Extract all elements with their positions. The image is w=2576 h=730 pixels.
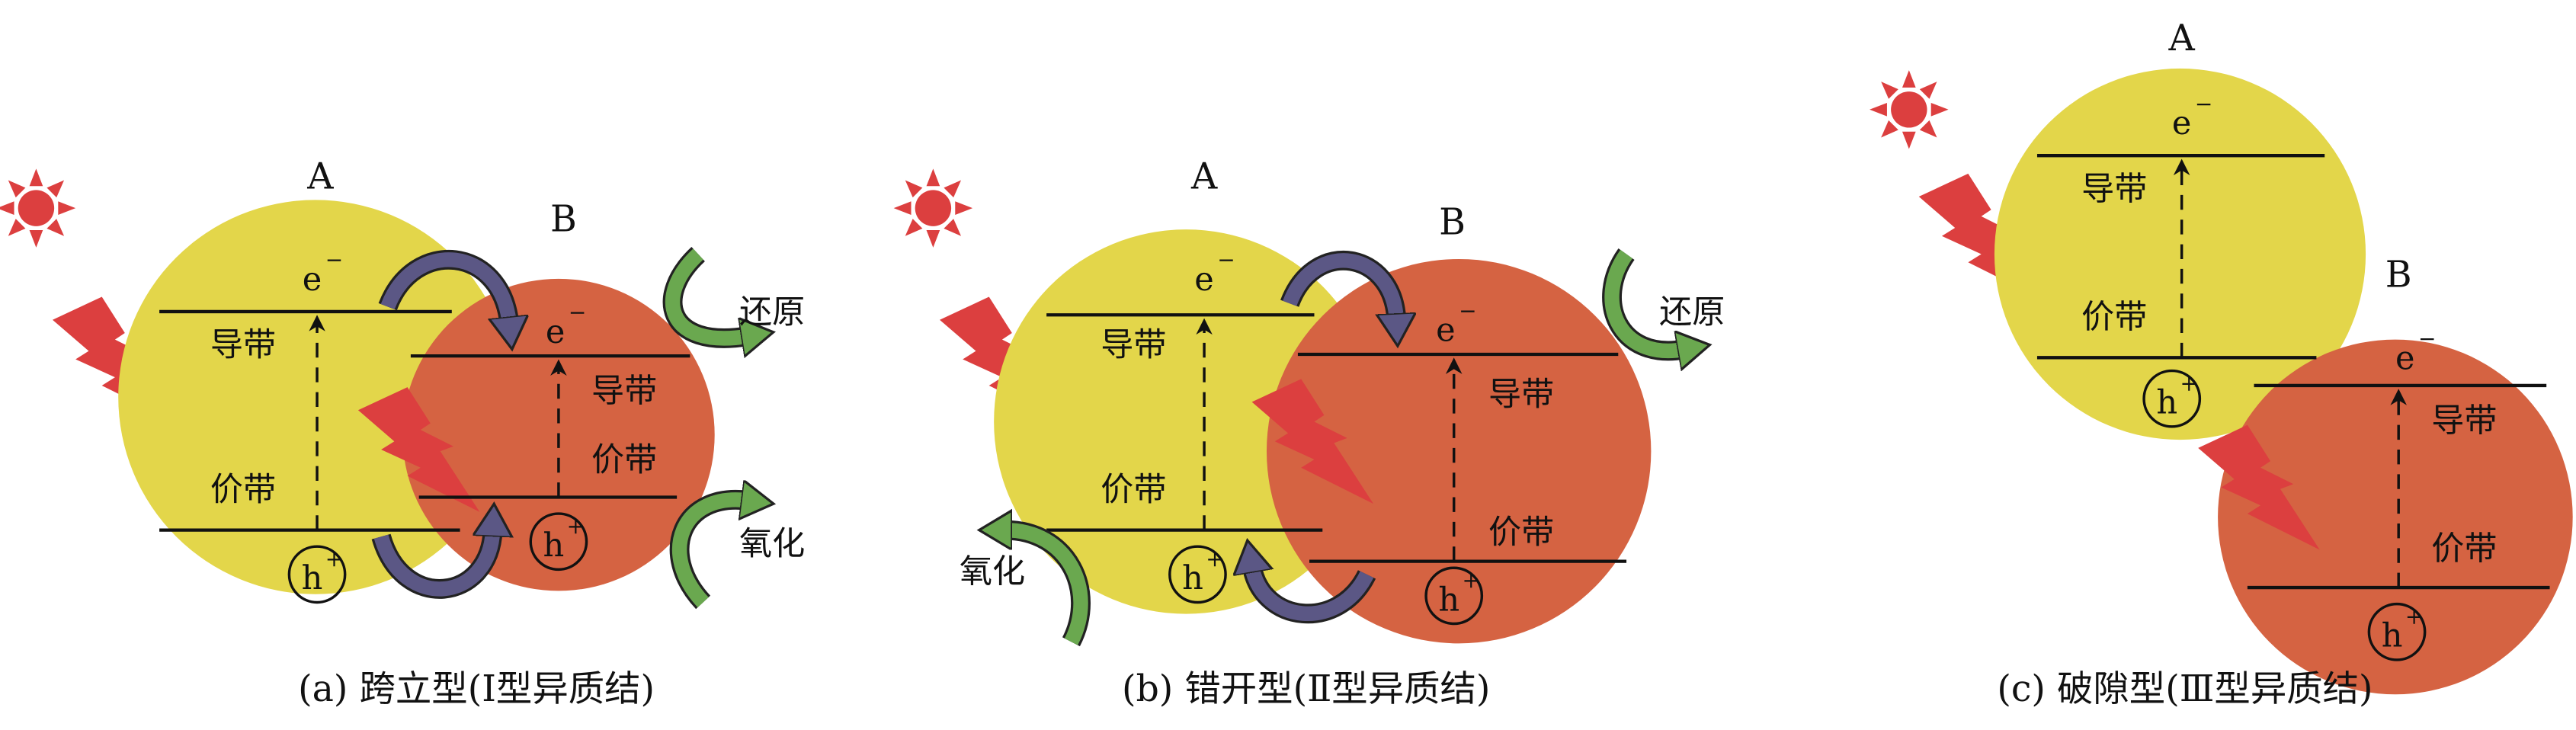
hole-charge: + — [325, 546, 343, 572]
oxidation-label: 氧化 — [739, 525, 805, 563]
sun-ray — [8, 219, 26, 236]
reduction-label: 还原 — [1659, 293, 1725, 331]
sun-ray — [926, 230, 940, 248]
hole-circle — [1424, 566, 1484, 626]
hole-charge: + — [567, 514, 585, 539]
electron-charge: − — [1459, 299, 1476, 324]
valence-band-label: 价带 — [1101, 471, 1166, 509]
reduction-arrow — [1604, 249, 1684, 351]
sun-ray — [905, 180, 923, 198]
hole-circle — [529, 512, 588, 572]
sun-ray — [1930, 102, 1949, 117]
hole-circle — [287, 545, 347, 604]
valence-band-label: 价带 — [2081, 298, 2147, 336]
hole-charge: + — [2180, 370, 2197, 395]
sun-ray — [1919, 120, 1937, 138]
sun-ray — [893, 201, 912, 215]
caption: (c) 破隙型(Ⅲ型异质结) — [1997, 668, 2373, 710]
hole-transfer-arrow — [373, 530, 493, 597]
material-a-particle — [1994, 68, 2366, 440]
sun-ray — [905, 219, 923, 236]
oxidation-label: 氧化 — [960, 553, 1025, 591]
hole-label: h — [1182, 559, 1203, 597]
conduction-band-label: 导带 — [1488, 376, 1554, 414]
hole-circle — [2142, 369, 2202, 428]
hole-charge: + — [2405, 604, 2423, 629]
sun-ray — [1919, 82, 1937, 99]
sun-ray — [1902, 131, 1916, 149]
electron-transfer-arrow — [380, 252, 510, 323]
sun-disc — [915, 190, 952, 226]
panel-c-broken-gap: A B 导带 价带 导带 价带 e − e − h + h + (c) 破隙型(… — [1870, 18, 2573, 710]
sun-icon — [0, 168, 76, 248]
reduction-arrow — [665, 248, 748, 338]
hole-charge: + — [1462, 568, 1479, 593]
hole-label: h — [1438, 581, 1459, 619]
valence-band-label: 价带 — [2431, 530, 2497, 568]
sun-ray — [0, 201, 14, 215]
conduction-band-label: 导带 — [1101, 326, 1166, 364]
hole-label: h — [302, 559, 323, 597]
electron-label: e — [2395, 339, 2415, 377]
sun-ray — [46, 219, 65, 236]
hole-charge: + — [1206, 546, 1223, 572]
electron-charge: − — [1217, 248, 1235, 273]
sun-icon — [1870, 70, 1949, 149]
material-a-label: A — [306, 155, 334, 197]
sun-ray — [29, 230, 43, 248]
electron-label: e — [2172, 104, 2192, 142]
panel-a-straddling: A B 导带 价带 导带 价带 e − e − h + h + 还原 氧化 (a… — [0, 155, 805, 710]
conduction-band-label: 导带 — [2431, 402, 2497, 440]
hole-transfer-arrow — [1252, 566, 1374, 622]
hole-label: h — [2156, 384, 2177, 422]
electron-charge: − — [2418, 326, 2436, 351]
sun-ray — [944, 219, 962, 236]
material-b-label: B — [550, 198, 577, 240]
hole-circle — [1168, 545, 1227, 604]
sun-ray — [944, 180, 962, 198]
sun-ray — [1881, 120, 1898, 138]
valence-band-label: 价带 — [210, 471, 276, 509]
oxidation-arrow — [1005, 530, 1088, 645]
panel-b-staggered: A B 导带 价带 导带 价带 e − e − h + h + 还原 氧化 (b… — [893, 155, 1725, 710]
electron-label: e — [1436, 312, 1456, 350]
conduction-band-label: 导带 — [591, 373, 657, 411]
sun-disc — [18, 190, 55, 226]
material-b-label: B — [1439, 202, 1466, 244]
sun-ray — [46, 180, 65, 198]
sun-ray — [1870, 102, 1887, 117]
hole-circle — [2367, 602, 2427, 661]
oxidation-arrow — [671, 500, 748, 608]
caption: (b) 错开型(Ⅱ型异质结) — [1122, 668, 1490, 710]
electron-label: e — [303, 261, 322, 299]
material-a-label: A — [1190, 155, 1218, 197]
material-a-label: A — [2168, 18, 2196, 59]
material-b-label: B — [2385, 255, 2412, 296]
caption: (a) 跨立型(Ⅰ型异质结) — [298, 668, 655, 710]
material-b-particle — [2218, 339, 2573, 695]
conduction-band-label: 导带 — [2081, 170, 2147, 208]
hole-label: h — [2382, 617, 2403, 655]
electron-label: e — [546, 313, 566, 351]
valence-band-label: 价带 — [591, 441, 657, 479]
sun-ray — [29, 168, 43, 187]
electron-charge: − — [569, 300, 586, 325]
material-a-particle — [118, 200, 513, 594]
sun-ray — [1902, 70, 1916, 88]
electron-transfer-arrow — [1283, 253, 1396, 320]
reduction-label: 还原 — [739, 293, 805, 331]
hole-label: h — [543, 527, 565, 565]
electron-charge: − — [325, 248, 343, 273]
sun-disc — [1891, 91, 1927, 128]
sun-ray — [58, 201, 76, 215]
sun-ray — [8, 180, 26, 198]
valence-band-label: 价带 — [1488, 514, 1554, 552]
electron-label: e — [1194, 261, 1214, 299]
sun-icon — [893, 168, 973, 248]
electron-charge: − — [2195, 91, 2212, 117]
sun-ray — [1881, 82, 1898, 99]
sun-ray — [926, 168, 940, 187]
sun-ray — [955, 201, 973, 215]
conduction-band-label: 导带 — [210, 326, 276, 364]
